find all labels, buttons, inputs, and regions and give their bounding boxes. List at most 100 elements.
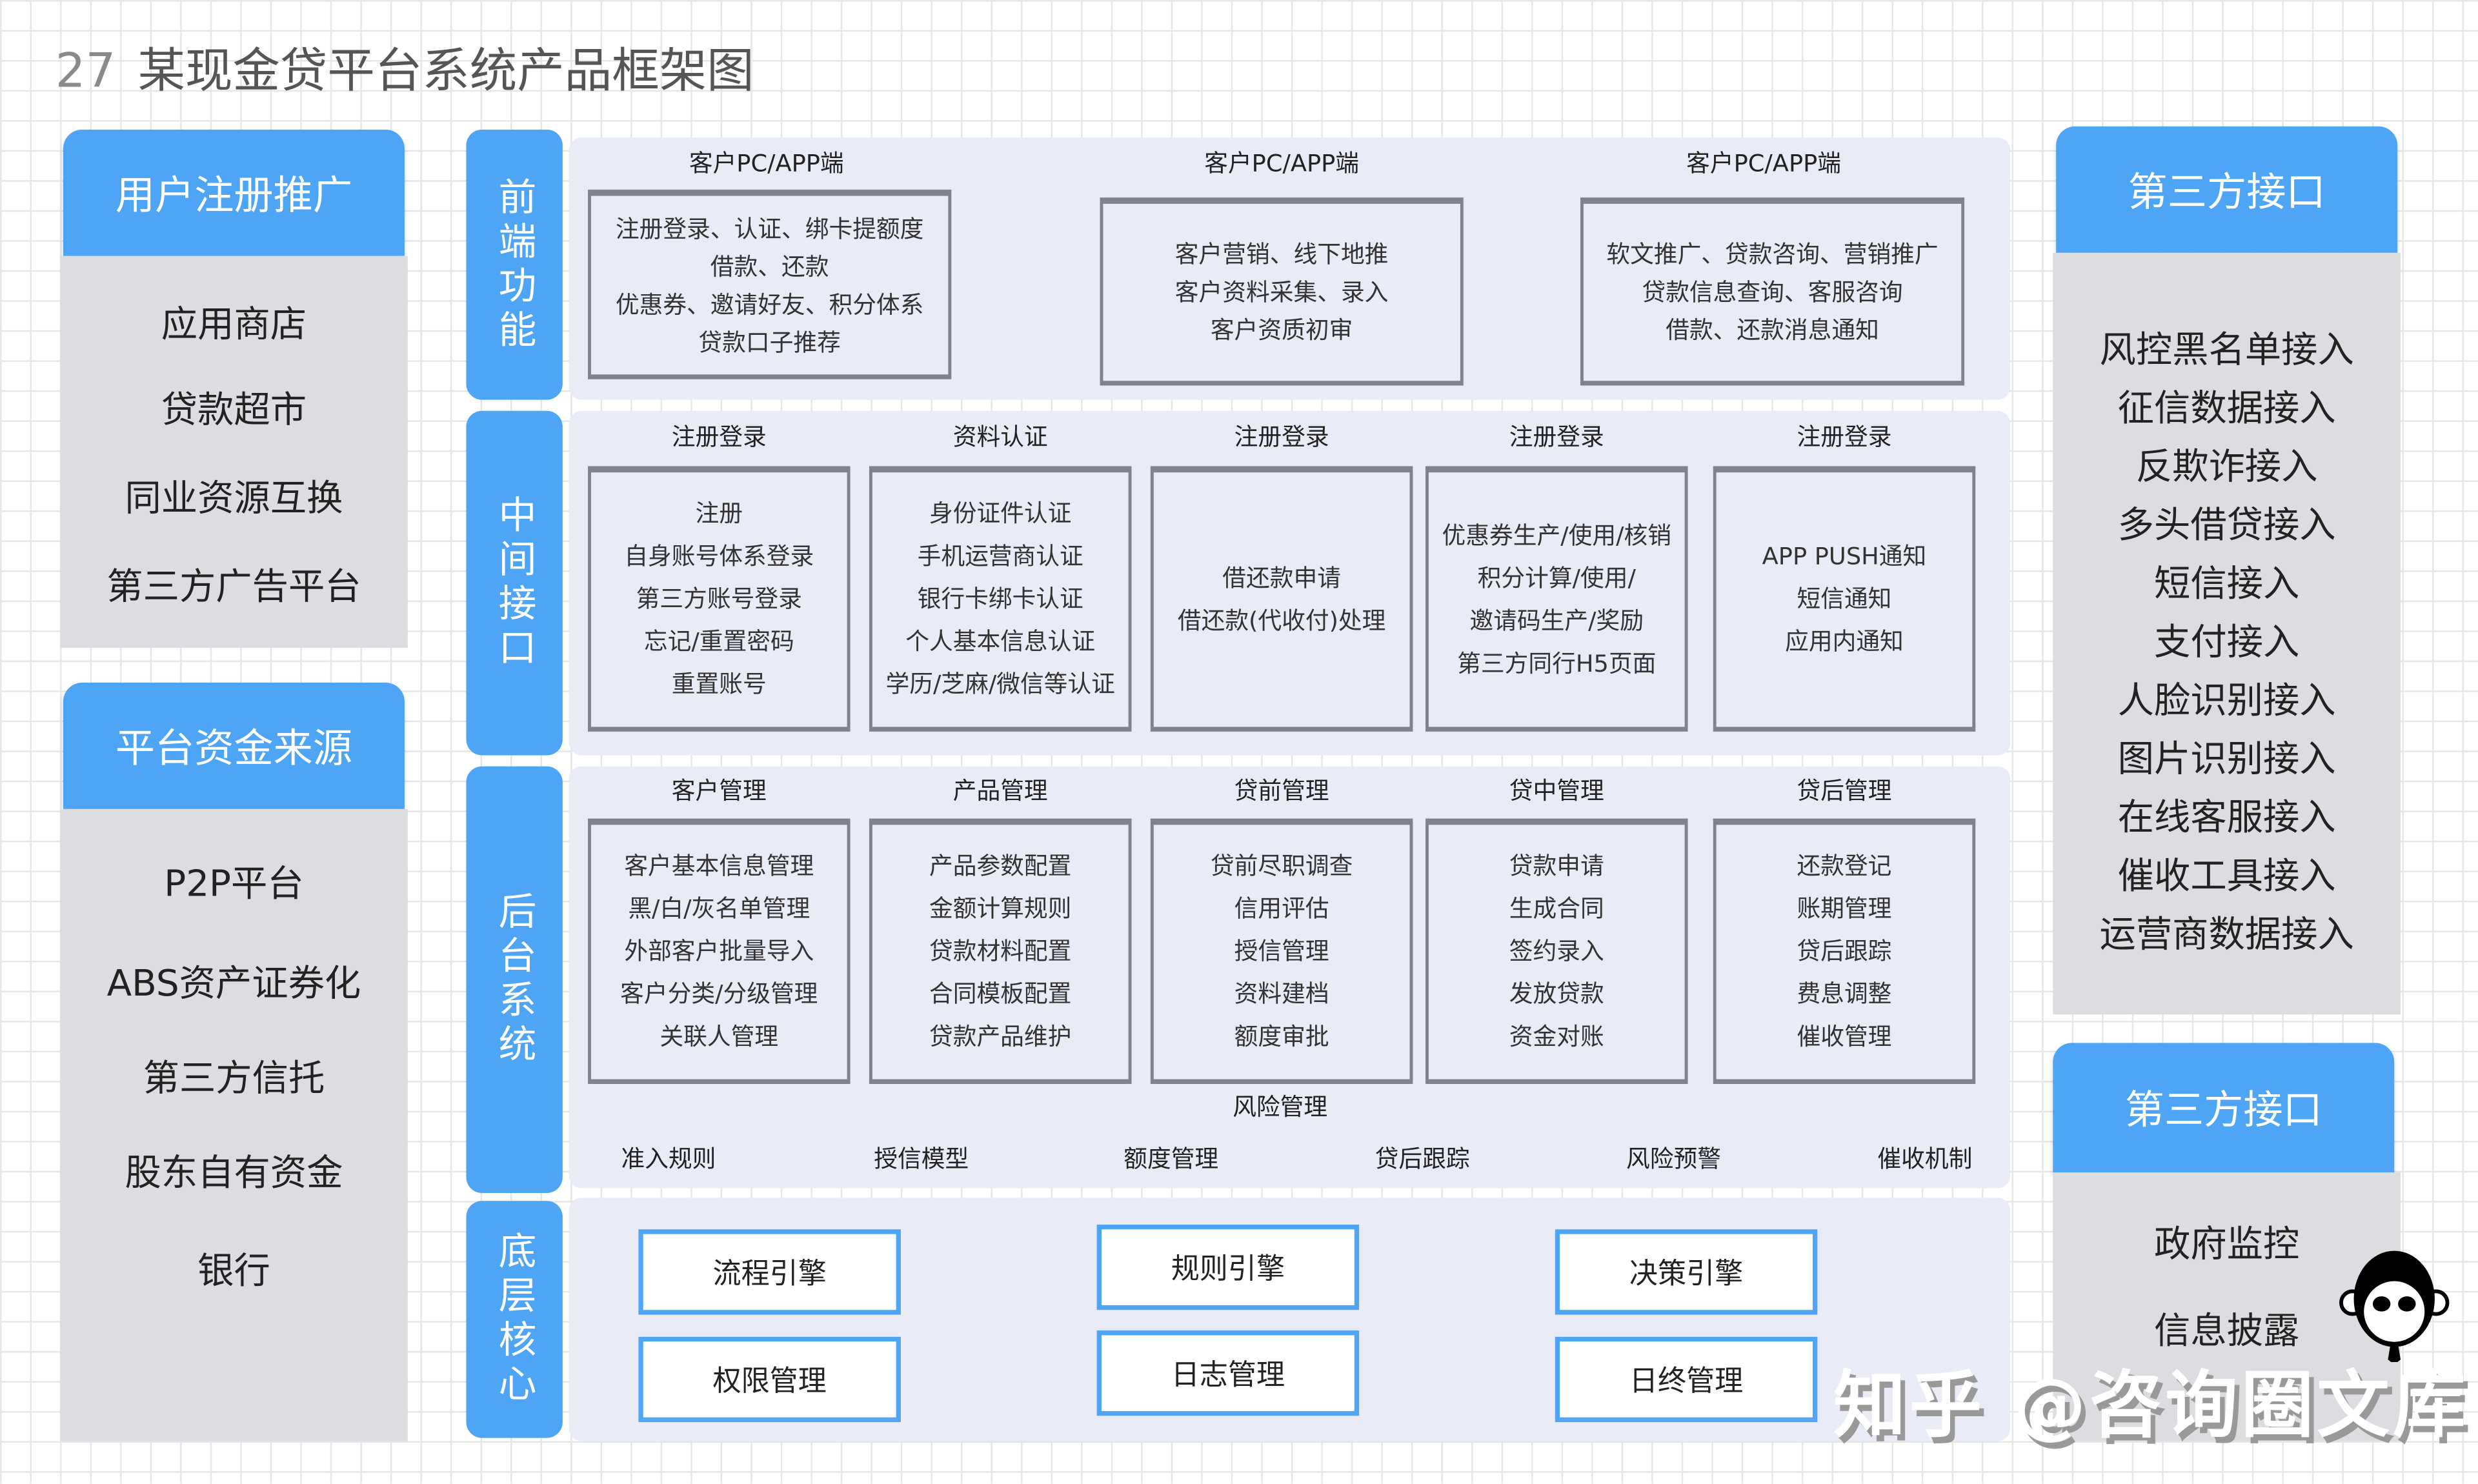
middle-box: 注册自身账号体系登录第三方账号登录忘记/重置密码重置账号: [588, 466, 851, 732]
box-line: 账期管理: [1797, 894, 1892, 923]
list-item: 在线客服接入: [2117, 797, 2336, 839]
box-line: 资料建档: [1234, 979, 1329, 1008]
box-line: 个人基本信息认证: [905, 627, 1096, 656]
box-line: 身份证件认证: [929, 499, 1072, 528]
backend-box: 还款登记账期管理贷后跟踪费息调整催收管理: [1713, 818, 1976, 1085]
column-header: 贷后管理: [1797, 776, 1892, 805]
box-line: 客户资料采集、录入: [1174, 278, 1389, 307]
risk-item: 风险预警: [1626, 1145, 1721, 1174]
box-line: 贷款申请: [1509, 852, 1604, 881]
frontend-box: 客户营销、线下地推客户资料采集、录入客户资质初审: [1100, 197, 1464, 386]
column-header: 注册登录: [1509, 423, 1604, 452]
backend-panel: [569, 766, 2011, 1188]
list-item: 运营商数据接入: [2099, 914, 2354, 956]
list-item: 应用商店: [161, 305, 307, 346]
column-header: 贷中管理: [1509, 776, 1604, 805]
user-promotion-header: 用户注册推广: [63, 129, 405, 256]
box-line: 授信管理: [1234, 937, 1329, 966]
third-party-header-1: 第三方接口: [2056, 126, 2398, 253]
box-line: 注册登录、认证、绑卡提额度: [615, 214, 924, 243]
list-item: 多头借贷接入: [2117, 505, 2336, 547]
box-line: 客户资质初审: [1210, 316, 1353, 345]
box-line: 贷款产品维护: [929, 1022, 1072, 1051]
box-line: 学历/芝麻/微信等认证: [885, 670, 1115, 699]
box-line: 银行卡绑卡认证: [917, 585, 1083, 614]
list-item: 信息披露: [2153, 1311, 2300, 1353]
box-line: 外部客户批量导入: [624, 937, 814, 966]
list-item: 人脸识别接入: [2117, 681, 2336, 723]
list-item: 支付接入: [2153, 622, 2300, 664]
list-item: 图片识别接入: [2117, 739, 2336, 781]
risk-item: 催收机制: [1877, 1145, 1973, 1174]
box-line: 借还款申请: [1222, 563, 1341, 592]
list-item: 短信接入: [2153, 564, 2300, 605]
box-line: 关联人管理: [660, 1022, 779, 1051]
box-line: 贷后跟踪: [1797, 937, 1892, 966]
box-line: 注册: [695, 499, 743, 528]
third-party-header-2: 第三方接口: [2053, 1043, 2395, 1173]
box-line: 优惠券生产/使用/核销: [1442, 520, 1671, 550]
box-line: 积分计算/使用/: [1477, 563, 1636, 592]
column-header: 客户管理: [671, 776, 767, 805]
box-line: 贷款材料配置: [929, 937, 1072, 966]
box-line: 优惠券、邀请好友、积分体系: [615, 290, 924, 319]
box-line: 贷款口子推荐: [698, 328, 841, 357]
box-line: 合同模板配置: [929, 979, 1072, 1008]
backend-box: 产品参数配置金额计算规则贷款材料配置合同模板配置贷款产品维护: [869, 818, 1132, 1085]
layer-label-frontend: 前端功能: [466, 129, 563, 400]
middle-box: 身份证件认证手机运营商认证银行卡绑卡认证个人基本信息认证学历/芝麻/微信等认证: [869, 466, 1132, 732]
column-header: 注册登录: [1797, 423, 1892, 452]
list-item: 贷款超市: [161, 390, 307, 432]
box-line: 借款、还款: [710, 252, 829, 281]
middle-box: APP PUSH通知短信通知应用内通知: [1713, 466, 1976, 732]
box-line: 签约录入: [1509, 937, 1604, 966]
box-line: 额度审批: [1234, 1022, 1329, 1051]
column-header: 客户PC/APP端: [1204, 149, 1360, 178]
core-module: 决策引擎: [1555, 1229, 1818, 1315]
box-line: 产品参数配置: [929, 852, 1072, 881]
box-line: 借款、还款消息通知: [1666, 316, 1879, 345]
backend-box: 贷前尽职调查信用评估授信管理资料建档额度审批: [1150, 818, 1413, 1085]
user-promotion-list: 应用商店贷款超市同业资源互换第三方广告平台: [60, 256, 408, 648]
box-line: 黑/白/灰名单管理: [628, 894, 811, 923]
risk-management-header: 风险管理: [1233, 1092, 1328, 1121]
list-item: 第三方信托: [143, 1058, 325, 1100]
box-line: 贷前尽职调查: [1210, 852, 1353, 881]
box-line: 第三方同行H5页面: [1457, 648, 1657, 677]
box-line: 客户营销、线下地推: [1174, 240, 1389, 269]
box-line: 金额计算规则: [929, 894, 1072, 923]
column-header: 客户PC/APP端: [689, 149, 844, 178]
core-module: 日终管理: [1555, 1336, 1818, 1423]
box-line: 重置账号: [671, 670, 767, 699]
layer-label-backend: 后台系统: [466, 766, 563, 1193]
box-line: APP PUSH通知: [1762, 542, 1927, 571]
column-header: 资料认证: [952, 423, 1048, 452]
title-text: 某现金贷平台系统产品框架图: [137, 44, 754, 100]
box-line: 贷款信息查询、客服咨询: [1642, 278, 1903, 307]
box-line: 信用评估: [1234, 894, 1329, 923]
box-line: 忘记/重置密码: [643, 627, 794, 656]
box-line: 费息调整: [1797, 979, 1892, 1008]
box-line: 还款登记: [1797, 852, 1892, 881]
list-item: 政府监控: [2153, 1224, 2300, 1266]
third-party-list-1: 风控黑名单接入征信数据接入反欺诈接入多头借贷接入短信接入支付接入人脸识别接入图片…: [2053, 252, 2401, 1015]
watermark: 知乎 @咨询圈文库: [1833, 1362, 2469, 1448]
column-header: 注册登录: [671, 423, 767, 452]
layer-label-core: 底层核心: [466, 1201, 563, 1438]
list-item: ABS资产证券化: [106, 963, 361, 1005]
core-module: 权限管理: [638, 1336, 901, 1423]
column-header: 注册登录: [1234, 423, 1329, 452]
box-line: 客户基本信息管理: [624, 852, 814, 881]
frontend-panel: [569, 137, 2011, 400]
box-line: 生成合同: [1509, 894, 1604, 923]
list-item: 风控黑名单接入: [2099, 330, 2354, 372]
box-line: 软文推广、贷款咨询、营销推广: [1606, 240, 1939, 269]
middle-box: 优惠券生产/使用/核销积分计算/使用/邀请码生产/奖励第三方同行H5页面: [1425, 466, 1688, 732]
box-line: 发放贷款: [1509, 979, 1604, 1008]
list-item: P2P平台: [164, 864, 304, 906]
box-line: 客户分类/分级管理: [620, 979, 818, 1008]
risk-item: 准入规则: [621, 1145, 716, 1174]
layer-label-middle: 中间接口: [466, 410, 563, 756]
